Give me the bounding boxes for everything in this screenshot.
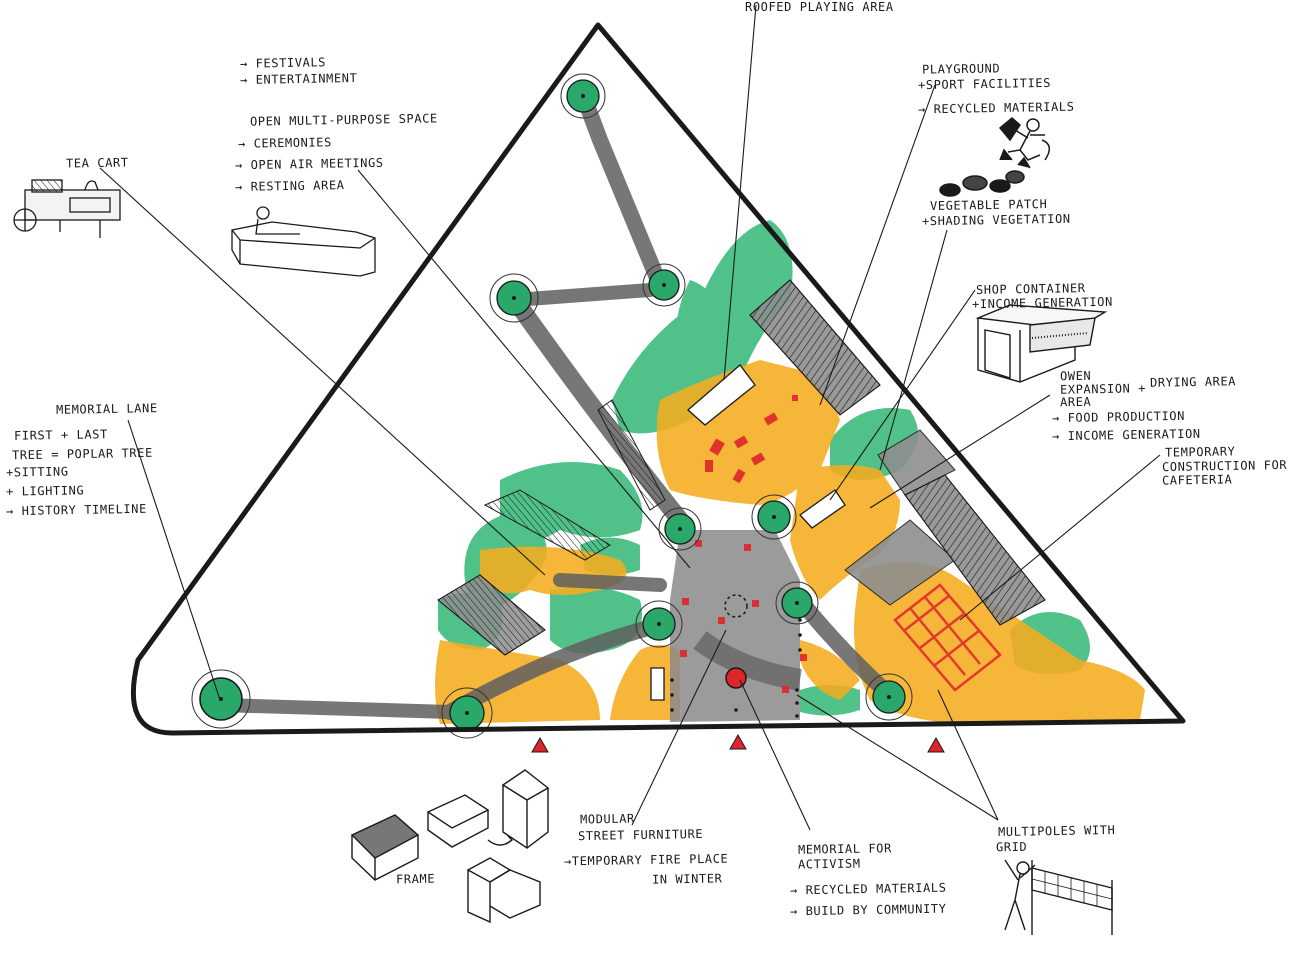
label-food-production: → FOOD PRODUCTION	[1051, 408, 1186, 426]
resting-bench-sketch	[231, 206, 376, 277]
tea-cart-sketch	[13, 179, 121, 238]
pavilion-rectangles	[650, 364, 846, 701]
tree	[560, 73, 606, 119]
poplar-tree	[191, 669, 251, 729]
label-history-timeline: → HISTORY TIMELINE	[5, 501, 147, 519]
tree	[441, 687, 493, 739]
label-lighting: + LIGHTING	[5, 483, 85, 499]
volleyball-net-sketch	[1004, 859, 1113, 935]
tree	[865, 673, 913, 721]
label-playground: PLAYGROUND	[921, 61, 1001, 77]
memorial-monument-marker	[725, 667, 747, 689]
label-frame: FRAME	[395, 871, 436, 887]
tree	[775, 581, 819, 625]
label-sport-facilities: +SPORT FACILITIES	[917, 75, 1052, 93]
shop-container-sketch	[975, 304, 1108, 383]
label-tree-poplar: TREE = POPLAR TREE	[11, 445, 153, 463]
central-plaza	[670, 530, 800, 722]
label-temporary-fire-place: →TEMPORARY FIRE PLACE	[563, 851, 729, 869]
label-build-by-community: → BUILD BY COMMUNITY	[789, 901, 947, 919]
label-temporary: TEMPORARY	[1164, 444, 1236, 460]
label-vegetable-patch: VEGETABLE PATCH	[929, 196, 1048, 214]
red-play-markings	[680, 395, 807, 693]
modular-furniture-sketch	[350, 769, 550, 924]
label-memorial-for: MEMORIAL FOR	[797, 841, 893, 857]
label-area: AREA	[1059, 394, 1092, 410]
tree	[635, 600, 683, 648]
label-owen: OWEN	[1059, 368, 1092, 384]
label-recycled-materials-memorial: → RECYCLED MATERIALS	[789, 880, 947, 898]
tree	[751, 494, 797, 540]
label-open-air-meetings: → OPEN AIR MEETINGS	[234, 155, 384, 173]
label-grid: GRID	[995, 839, 1028, 855]
tree	[489, 273, 539, 323]
label-street-furniture: STREET FURNITURE	[577, 826, 704, 844]
label-income-generation-oven: → INCOME GENERATION	[1051, 426, 1201, 444]
fire-place-marker	[724, 594, 748, 618]
label-activism: ACTIVISM	[797, 856, 861, 872]
tree	[658, 507, 702, 551]
label-shading-vegetation: +SHADING VEGETATION	[921, 211, 1071, 229]
label-cafeteria: CAFETERIA	[1161, 472, 1233, 488]
playground-figure-sketch	[939, 117, 1051, 197]
leader-lines	[99, 4, 1161, 831]
building-blocks	[437, 279, 1046, 656]
bollard-dots	[670, 618, 802, 718]
label-recycled-materials-playground: → RECYCLED MATERIALS	[917, 99, 1075, 117]
label-resting-area: → RESTING AREA	[234, 178, 345, 194]
label-entertainment: → ENTERTAINMENT	[239, 70, 358, 88]
label-memorial-lane: MEMORIAL LANE	[55, 401, 158, 417]
label-in-winter: IN WINTER	[651, 871, 723, 887]
site-boundary	[130, 22, 1186, 736]
entrance-markers	[531, 733, 945, 753]
label-modular: MODULAR	[579, 811, 635, 827]
label-drying-area: DRYING AREA	[1149, 374, 1237, 390]
label-roofed-playing-area: ROOFED PLAYING AREA	[745, 0, 894, 14]
tree	[642, 263, 686, 307]
label-sitting: +SITTING	[5, 464, 69, 480]
label-tea-cart: TEA CART	[65, 155, 129, 171]
label-festivals: → FESTIVALS	[239, 55, 327, 71]
label-multipoles-with: MULTIPOLES WITH	[997, 822, 1116, 840]
label-income-generation-shop: +INCOME GENERATION	[971, 294, 1113, 312]
trees	[191, 73, 913, 739]
label-ceremonies: → CEREMONIES	[237, 135, 333, 151]
label-first-last: FIRST + LAST	[13, 427, 109, 443]
drying-area-grid	[893, 583, 1002, 692]
